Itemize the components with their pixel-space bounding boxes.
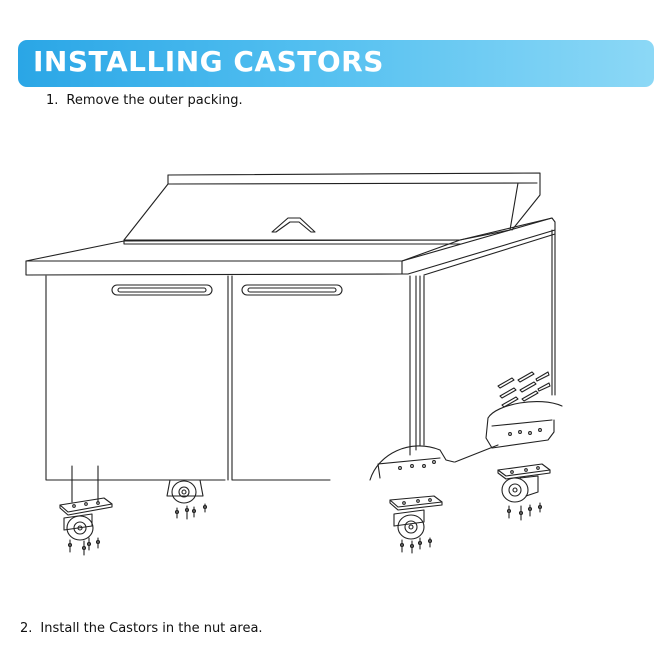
castor-rear-right-bolts bbox=[508, 503, 542, 520]
countertop bbox=[26, 218, 555, 275]
castor-front-left bbox=[60, 498, 112, 540]
castor-front-middle bbox=[167, 480, 203, 503]
step-2-number: 2. bbox=[20, 621, 33, 636]
page-title: INSTALLING CASTORS bbox=[33, 45, 384, 78]
cutaway-front-right bbox=[370, 446, 454, 480]
cabinet-body bbox=[46, 230, 555, 480]
side-vents bbox=[498, 372, 550, 407]
lid-handle bbox=[272, 218, 315, 232]
step-1-text: Remove the outer packing. bbox=[66, 93, 243, 108]
leg-guide-lines bbox=[72, 466, 98, 502]
castor-rear-right bbox=[498, 464, 550, 502]
cutaway-rear-right bbox=[455, 402, 562, 462]
castor-front-right-bolts bbox=[401, 538, 432, 553]
raised-top-section bbox=[124, 173, 540, 244]
step-2: 2. Install the Castors in the nut area. bbox=[20, 621, 263, 636]
castor-front-middle-bolts bbox=[176, 504, 207, 519]
door-handle-right bbox=[242, 285, 342, 295]
castor-front-right bbox=[390, 496, 442, 539]
step-2-text: Install the Castors in the nut area. bbox=[40, 621, 263, 636]
castor-front-left-bolts bbox=[69, 538, 100, 555]
title-banner: INSTALLING CASTORS bbox=[18, 40, 654, 87]
door-handle-left bbox=[112, 285, 212, 295]
step-1: 1. Remove the outer packing. bbox=[46, 93, 243, 108]
step-1-number: 1. bbox=[46, 93, 59, 108]
